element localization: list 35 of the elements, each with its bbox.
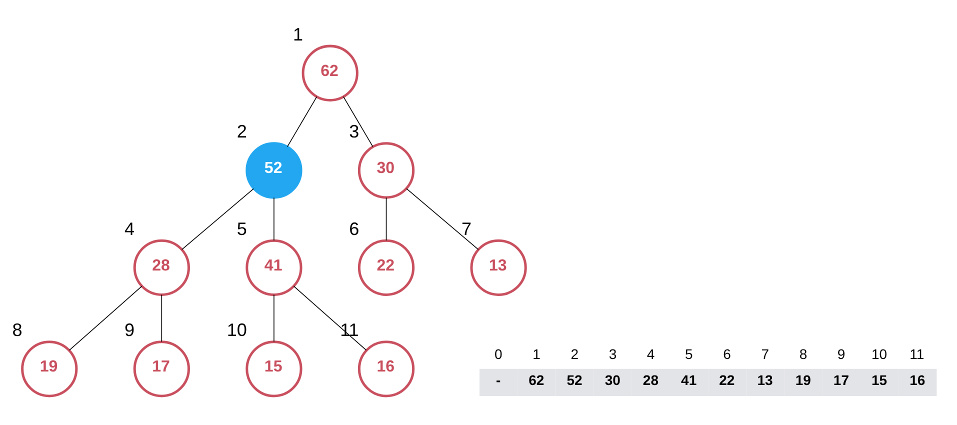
label: 62 <box>528 372 544 388</box>
label: 11 <box>910 346 924 362</box>
label: 19 <box>795 372 811 388</box>
label: 1 <box>532 346 540 362</box>
label: 6 <box>723 346 731 362</box>
label: 22 <box>719 372 735 388</box>
node-label: 1 <box>293 24 304 44</box>
label: 41 <box>681 372 697 388</box>
label: 7 <box>761 346 770 362</box>
label: - <box>496 372 501 388</box>
label: 17 <box>833 372 850 388</box>
label: 28 <box>642 372 659 388</box>
label: 52 <box>566 372 582 388</box>
label: 30 <box>604 372 620 388</box>
node-label: 4 <box>124 218 135 238</box>
label: 9 <box>837 346 846 362</box>
node-label: 3 <box>349 121 360 142</box>
label: 0 <box>494 346 502 362</box>
node-label: 2 <box>236 121 247 142</box>
node-label: 8 <box>12 320 22 340</box>
label: 16 <box>910 372 926 388</box>
label: 5 <box>685 346 693 362</box>
node-label: 6 <box>349 218 360 238</box>
node-label: 10 <box>226 320 247 340</box>
label: 15 <box>872 372 888 388</box>
label: 13 <box>757 372 773 388</box>
node-label: 7 <box>461 218 472 238</box>
label: 3 <box>608 346 617 362</box>
label: 2 <box>570 346 579 362</box>
label: 8 <box>799 346 808 362</box>
node-label: 11 <box>340 320 359 340</box>
label: 10 <box>872 346 888 362</box>
label: 4 <box>646 346 655 362</box>
node-label: 5 <box>236 218 247 238</box>
node-label: 9 <box>124 320 135 340</box>
